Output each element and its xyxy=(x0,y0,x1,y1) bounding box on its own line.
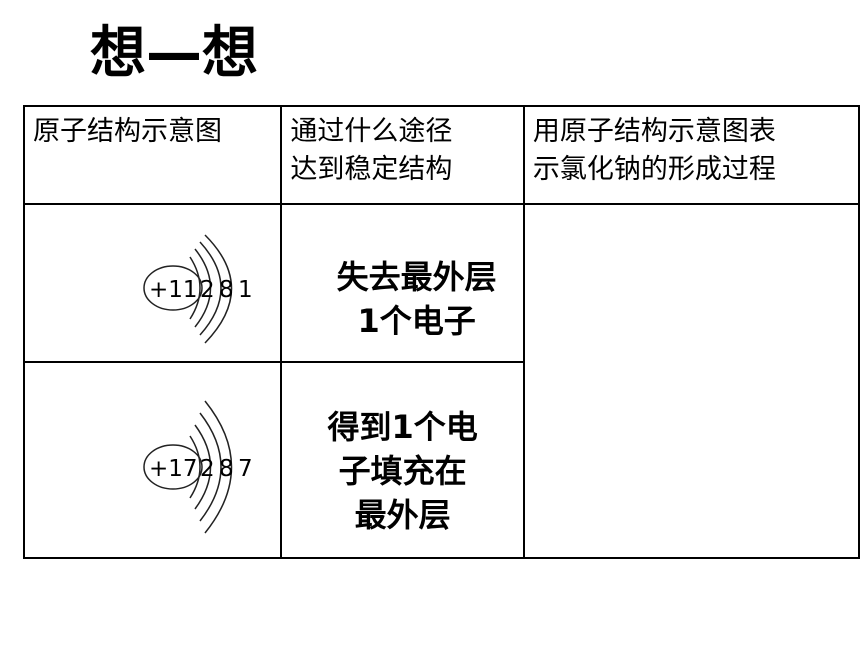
sodium-diagram-cell: +11 2 8 1 xyxy=(22,203,283,363)
shell-count-2: 8 xyxy=(219,456,234,482)
shell-arc-3 xyxy=(199,412,222,522)
header-process-line-1: 用原子结构示意图表 xyxy=(532,116,776,147)
shell-arc-1 xyxy=(189,256,201,320)
sodium-atom-diagram: +11 2 8 1 xyxy=(143,234,253,344)
chlorine-diagram-cell: +17 2 8 7 xyxy=(22,361,283,559)
header-method: 通过什么途径 达到稳定结构 xyxy=(280,105,525,205)
nucleus-circle xyxy=(143,265,203,311)
header-method-line-2: 达到稳定结构 xyxy=(290,154,453,185)
shell-count-3: 1 xyxy=(238,277,253,303)
sodium-method-line-1: 失去最外层 xyxy=(336,258,497,296)
atom-structure-table: 原子结构示意图 通过什么途径 达到稳定结构 用原子结构示意图表 示氯化钠的形成过… xyxy=(22,105,860,559)
table-row: +17 2 8 7 得到1个电 子填充在 最外层 xyxy=(22,361,859,559)
header-process-line-2: 示氯化钠的形成过程 xyxy=(532,154,776,185)
nucleus-circle xyxy=(143,444,203,490)
table-row: +11 2 8 1 失去最外层 1个电子 xyxy=(22,203,860,559)
header-process: 用原子结构示意图表 示氯化钠的形成过程 xyxy=(522,105,860,205)
chlorine-atom-diagram: +17 2 8 7 xyxy=(143,400,253,534)
formation-process-cell xyxy=(522,203,860,559)
shell-arc-2 xyxy=(194,248,212,328)
shell-arc-4 xyxy=(204,234,233,344)
chlorine-method-line-1: 得到1个电 xyxy=(327,408,478,446)
shell-count-2: 8 xyxy=(219,277,234,303)
nucleus-label: +11 xyxy=(149,277,198,303)
sodium-method-line-2: 1个电子 xyxy=(357,302,476,340)
shell-arc-4 xyxy=(204,400,233,534)
shell-arc-1 xyxy=(189,435,201,499)
shell-arc-3 xyxy=(199,241,222,336)
chlorine-method-line-3: 最外层 xyxy=(354,496,451,534)
chlorine-method-cell: 得到1个电 子填充在 最外层 xyxy=(280,361,525,559)
header-diagram: 原子结构示意图 xyxy=(22,105,283,205)
page-title: 想—想 xyxy=(90,21,258,86)
shell-count-3: 7 xyxy=(238,456,253,482)
header-row: 原子结构示意图 通过什么途径 达到稳定结构 用原子结构示意图表 示氯化钠的形成过… xyxy=(22,105,860,205)
shell-count-1: 2 xyxy=(200,456,215,482)
nucleus-label: +17 xyxy=(149,456,198,482)
header-method-line-1: 通过什么途径 xyxy=(290,116,453,147)
chlorine-method-line-2: 子填充在 xyxy=(338,452,467,490)
shell-arc-2 xyxy=(194,424,212,510)
shell-count-1: 2 xyxy=(200,277,215,303)
header-diagram-line: 原子结构示意图 xyxy=(33,116,222,147)
sodium-method-cell: 失去最外层 1个电子 xyxy=(280,203,525,363)
